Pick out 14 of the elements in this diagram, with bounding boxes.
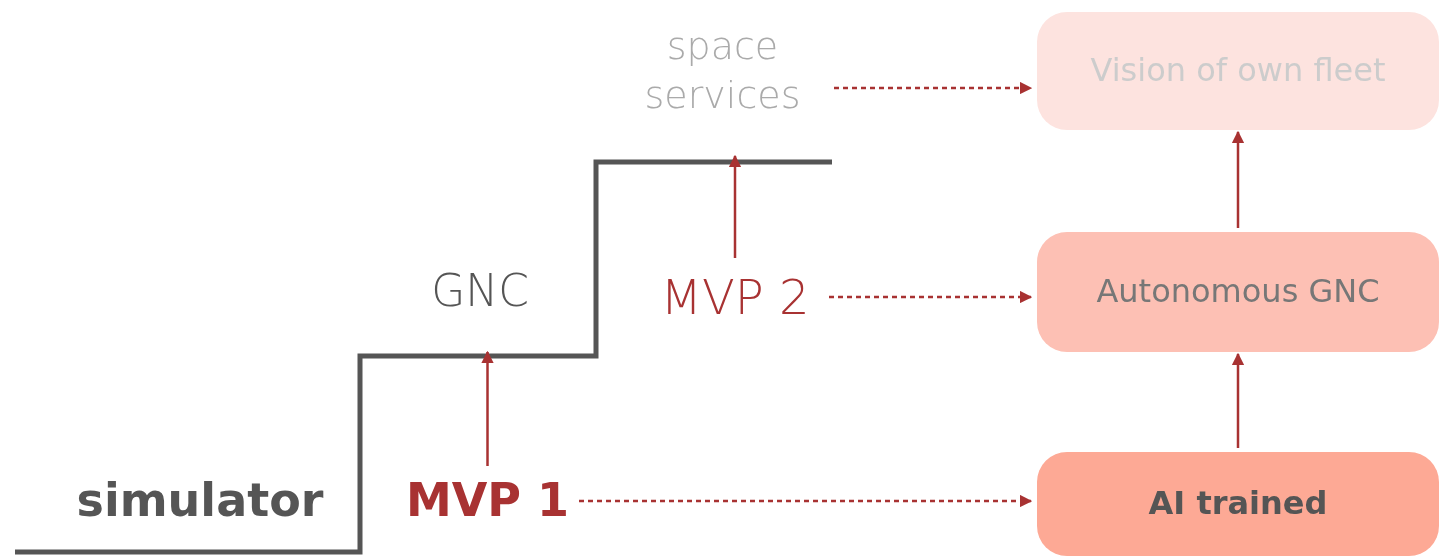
step-label: simulator bbox=[55, 470, 345, 532]
arrow bbox=[829, 290, 1033, 304]
arrow bbox=[1231, 352, 1245, 448]
step-label: space services bbox=[615, 22, 830, 154]
arrow bbox=[481, 350, 494, 466]
goal-box: Autonomous GNC bbox=[1037, 232, 1439, 352]
arrow bbox=[579, 494, 1033, 508]
goal-box: AI trained bbox=[1037, 452, 1439, 556]
arrow bbox=[1231, 130, 1245, 228]
milestone-label: MVP 1 bbox=[400, 470, 575, 532]
step-label: GNC bbox=[405, 262, 555, 350]
arrow bbox=[728, 154, 742, 258]
arrow bbox=[834, 81, 1033, 95]
milestone-label: MVP 2 bbox=[645, 262, 825, 332]
